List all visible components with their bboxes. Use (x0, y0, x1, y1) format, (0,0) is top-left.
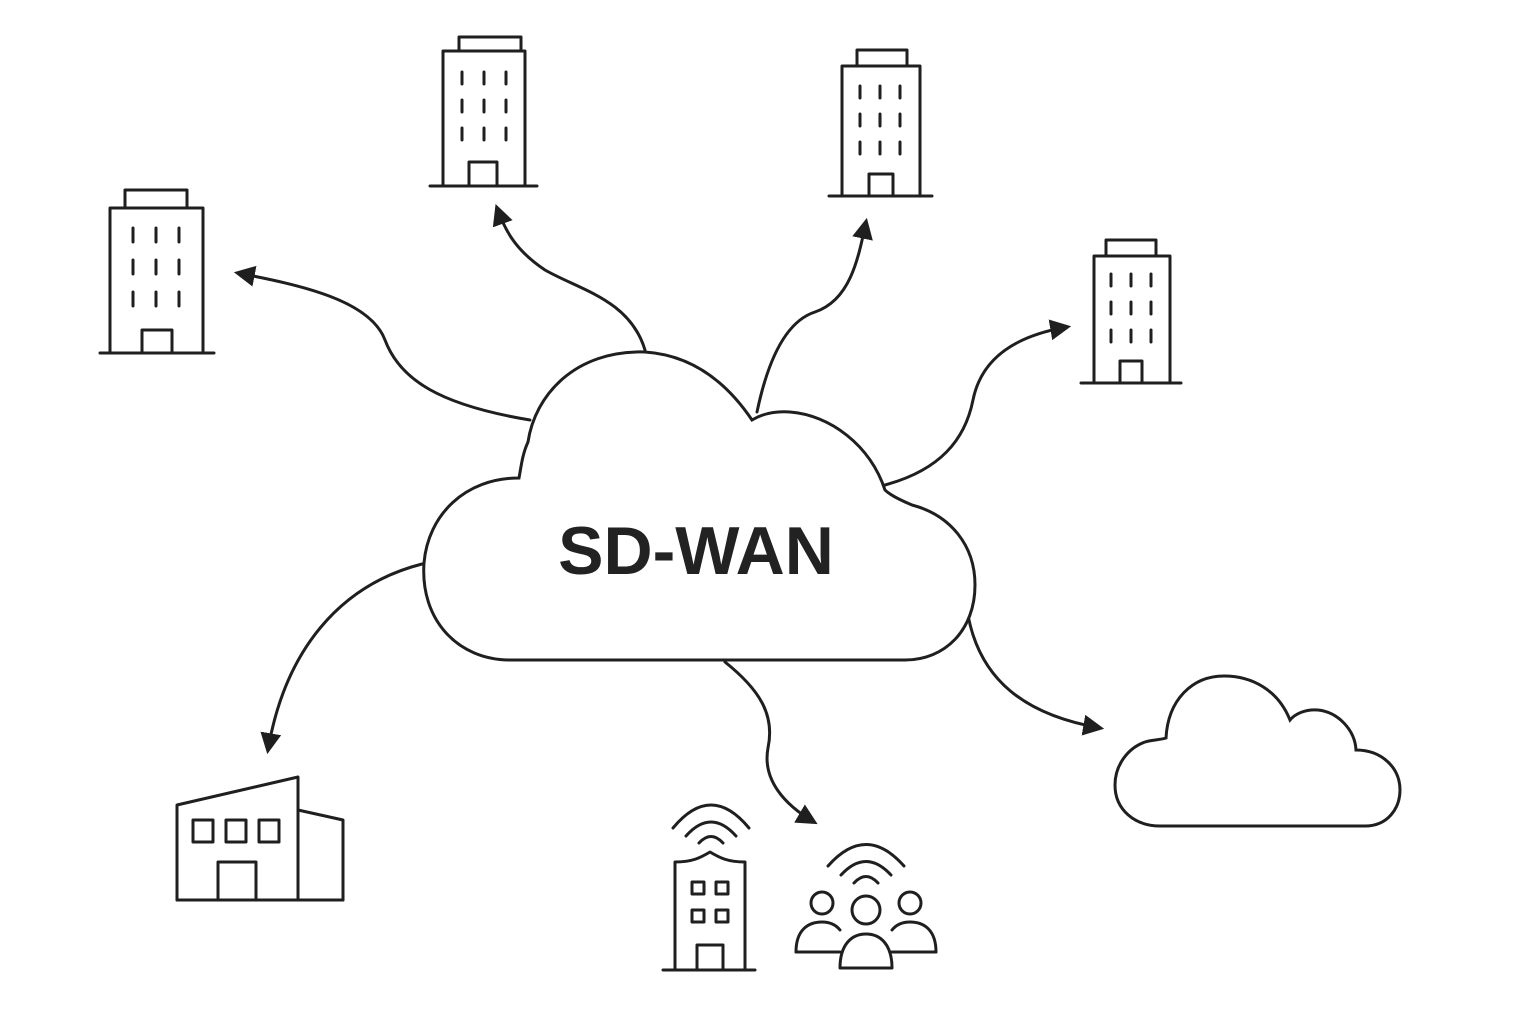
edge-to-branch-1 (233, 265, 532, 422)
office-tower-icon (1079, 238, 1183, 385)
edge-to-cloud-service (966, 613, 1105, 736)
edge-to-branch-4 (883, 319, 1072, 487)
edge-to-remote-wireless (723, 660, 818, 825)
hub-label: SD-WAN (558, 513, 834, 589)
office-tower-icon (428, 35, 539, 188)
wifi-signal-icon (671, 803, 751, 845)
wifi-signal-icon (826, 843, 906, 885)
cloud-service-icon (1113, 674, 1402, 828)
warehouse-building-icon (175, 775, 345, 902)
sd-wan-hub: SD-WAN (422, 350, 977, 662)
hub-cloud-icon (422, 350, 977, 662)
users-group-icon (794, 843, 938, 970)
office-tower-icon (98, 188, 216, 355)
office-tower-icon (827, 48, 934, 198)
edge-to-warehouse (260, 562, 424, 755)
edge-to-branch-3 (755, 217, 873, 414)
edge-to-branch-2 (492, 204, 647, 352)
wireless-building-icon (661, 803, 757, 972)
